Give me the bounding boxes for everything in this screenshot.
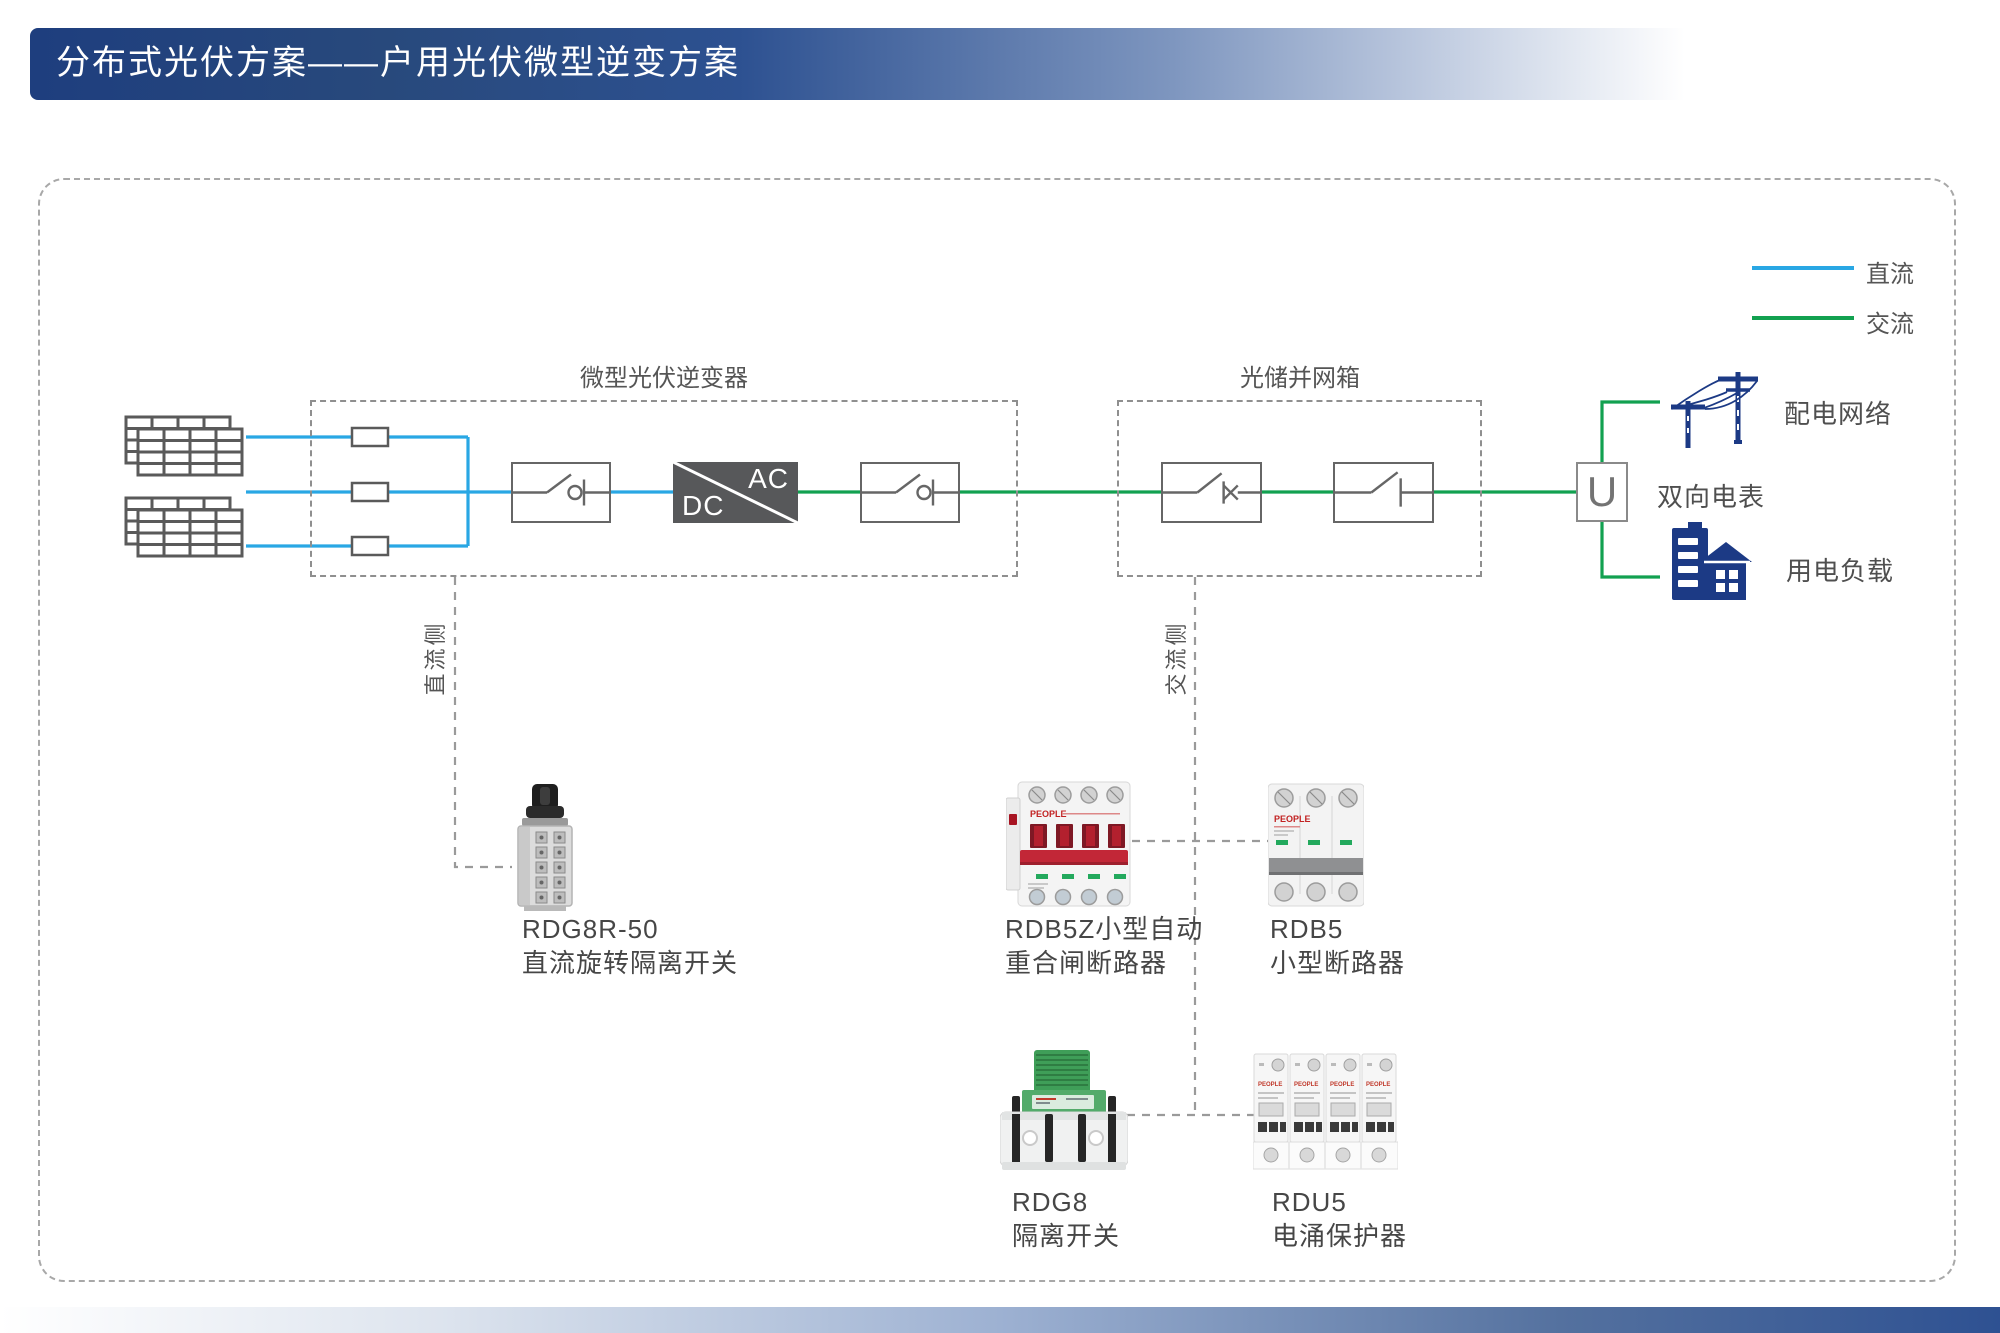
dc-side-label: 直流侧 [423,620,448,696]
inverter-ac-switch-symbol [860,462,960,523]
rdu5-brand: PEOPLE [1258,1082,1282,1088]
meter-symbol: U [1586,468,1618,515]
rdb5z-product-label: RDB5Z小型自动 重合闸断路器 [1005,914,1204,979]
string-fuse-icon [350,426,390,557]
dc-isolator-switch-symbol [511,462,611,523]
rdb5z-product-image: PEOPLE [1006,781,1131,907]
svg-text:PEOPLE: PEOPLE [1366,1082,1390,1088]
svg-text:PEOPLE: PEOPLE [1330,1082,1354,1088]
ac-line-swatch [1752,316,1854,320]
rdg8r50-product-image [517,784,573,911]
grid-box-label: 光储并网箱 [1240,365,1360,392]
load-label: 用电负载 [1786,556,1895,586]
rdb5-product-image: PEOPLE [1268,783,1364,907]
bidirectional-meter: U [1576,462,1628,522]
rdu5-product-label: RDU5 电涌保护器 [1272,1187,1408,1252]
pv-panel-icon [124,496,244,558]
converter-ac-label: AC [748,463,789,494]
rdg8-product-image [1000,1050,1128,1170]
bottom-banner [0,1307,2000,1333]
recloser-breaker-symbol [1161,462,1262,523]
rdb5z-brand: PEOPLE [1030,809,1067,819]
ac-wires [798,400,1660,579]
load-building-icon [1672,522,1752,600]
diagram-frame [38,178,1956,1282]
ac-legend-label: 交流 [1866,311,1914,338]
converter-dc-label: DC [682,490,725,521]
dc-legend-label: 直流 [1866,261,1914,288]
rdg8r50-product-label: RDG8R-50 直流旋转隔离开关 [522,914,739,979]
dc-ac-converter: AC DC [673,462,798,523]
ac-side-label: 交流侧 [1164,620,1189,696]
pv-panel-icon [124,415,244,477]
grid-box [1117,400,1482,577]
converter-diagonal [673,462,798,523]
dc-line-swatch [1752,266,1854,270]
meter-label: 双向电表 [1657,482,1766,512]
product-connectors [453,577,1268,1117]
grid-network-label: 配电网络 [1784,399,1893,429]
rdg8-product-label: RDG8 隔离开关 [1012,1187,1121,1252]
main-breaker-symbol [1333,462,1434,523]
page-title: 分布式光伏方案——户用光伏微型逆变方案 [56,44,740,82]
power-grid-icon [1671,372,1758,448]
svg-text:PEOPLE: PEOPLE [1294,1082,1318,1088]
inverter-box [310,400,1018,577]
rdb5-product-label: RDB5 小型断路器 [1270,914,1406,979]
title-banner: 分布式光伏方案——户用光伏微型逆变方案 [30,28,2000,100]
inverter-box-label: 微型光伏逆变器 [580,365,748,392]
rdu5-product-image: PEOPLE PEOPLE PEOPLE PEOPLE [1253,1053,1398,1170]
rdb5-brand: PEOPLE [1274,814,1311,824]
